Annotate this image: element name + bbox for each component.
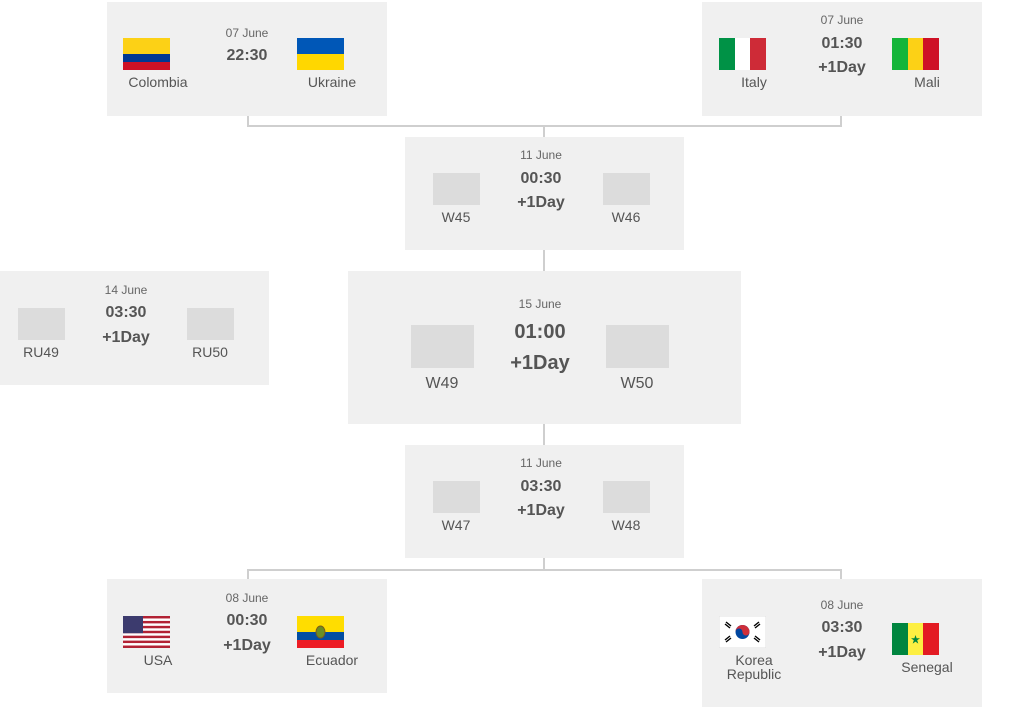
match-card-final[interactable]: W49 15 June 01:00 +1Day W50 <box>348 271 741 424</box>
match-date: 14 June <box>104 283 148 297</box>
connector-semi1-final-v <box>543 250 545 271</box>
team-name: Ecuador <box>305 652 359 668</box>
team-name: Italy <box>741 74 767 90</box>
connector-bottom-left-v <box>247 570 249 579</box>
team-name: W46 <box>611 209 641 225</box>
connector-top-center-v <box>543 126 545 137</box>
team-ru49[interactable]: RU49 <box>6 308 76 359</box>
match-time: 00:30 <box>226 612 268 629</box>
team-placeholder-icon <box>17 308 65 340</box>
match-day-offset: +1Day <box>818 59 866 76</box>
team-ecuador[interactable]: Ecuador <box>297 616 367 667</box>
match-date: 07 June <box>820 13 864 27</box>
team-mali[interactable]: Mali <box>892 38 962 89</box>
connector-top-right-v <box>840 116 842 126</box>
team-name: Mali <box>914 74 940 90</box>
match-time: 01:30 <box>821 35 863 52</box>
team-name: RU49 <box>23 344 59 360</box>
team-w50[interactable]: W50 <box>597 325 677 392</box>
match-day-offset: +1Day <box>510 352 570 374</box>
team-name: RU50 <box>192 344 228 360</box>
team-w48[interactable]: W48 <box>591 481 661 532</box>
connector-bottom-right-v <box>840 570 842 579</box>
match-day-offset: +1Day <box>102 329 150 346</box>
match-time: 03:30 <box>821 619 863 636</box>
match-date: 07 June <box>225 26 269 40</box>
match-time: 01:00 <box>514 321 566 343</box>
korea-flag-icon <box>719 616 789 648</box>
match-day-offset: +1Day <box>517 502 565 519</box>
match-time: 03:30 <box>520 478 562 495</box>
team-name: USA <box>143 652 173 668</box>
match-card-w45-w46[interactable]: W45 11 June 00:30 +1Day W46 <box>405 137 684 250</box>
team-usa[interactable]: USA <box>123 616 193 667</box>
connector-top-left-v <box>247 116 249 126</box>
colombia-flag-icon <box>123 38 193 70</box>
connector-bottom-center-v <box>543 558 545 569</box>
team-w46[interactable]: W46 <box>591 173 661 224</box>
team-colombia[interactable]: Colombia <box>123 38 193 89</box>
team-senegal[interactable]: Senegal <box>892 623 962 674</box>
match-date: 08 June <box>225 591 269 605</box>
team-name: W47 <box>441 517 471 533</box>
team-name: W48 <box>611 517 641 533</box>
connector-bottom-h <box>247 569 842 571</box>
ecuador-flag-icon <box>297 616 367 648</box>
connector-final-semi2-v <box>543 424 545 445</box>
match-card-usa-ecuador[interactable]: USA 08 June 00:30 +1Day Ecuador <box>107 579 387 693</box>
team-name: Senegal <box>901 659 953 675</box>
team-name: Colombia <box>128 74 188 90</box>
match-date: 11 June <box>520 456 562 470</box>
match-card-korea-senegal[interactable]: Korea Republic 08 June 03:30 +1Day Seneg… <box>702 579 982 707</box>
usa-flag-icon <box>123 616 193 648</box>
team-italy[interactable]: Italy <box>719 38 789 89</box>
team-name-line1: Korea <box>735 652 773 668</box>
match-time: 03:30 <box>105 304 147 321</box>
team-name: W50 <box>620 375 654 392</box>
mali-flag-icon <box>892 38 962 70</box>
match-day-offset: +1Day <box>818 644 866 661</box>
team-placeholder-icon <box>602 481 650 513</box>
team-placeholder-icon <box>432 173 480 205</box>
team-placeholder-icon <box>186 308 234 340</box>
match-time: 00:30 <box>520 170 562 187</box>
team-ru50[interactable]: RU50 <box>175 308 245 359</box>
match-date: 11 June <box>520 148 562 162</box>
team-placeholder-icon <box>410 325 474 368</box>
team-name-line2: Republic <box>726 666 782 682</box>
match-day-offset: +1Day <box>517 194 565 211</box>
match-time: 22:30 <box>226 47 268 64</box>
team-w45[interactable]: W45 <box>421 173 491 224</box>
match-card-ru49-ru50[interactable]: RU49 14 June 03:30 +1Day RU50 <box>0 271 269 385</box>
team-ukraine[interactable]: Ukraine <box>297 38 367 89</box>
team-placeholder-icon <box>605 325 669 368</box>
italy-flag-icon <box>719 38 789 70</box>
team-name: W49 <box>425 375 459 392</box>
ukraine-flag-icon <box>297 38 367 70</box>
team-name: W45 <box>441 209 471 225</box>
team-w49[interactable]: W49 <box>402 325 482 392</box>
match-date: 08 June <box>820 598 864 612</box>
senegal-flag-icon <box>892 623 962 655</box>
match-card-italy-mali[interactable]: Italy 07 June 01:30 +1Day Mali <box>702 2 982 116</box>
match-card-colombia-ukraine[interactable]: Colombia 07 June 22:30 Ukraine <box>107 2 387 116</box>
team-placeholder-icon <box>432 481 480 513</box>
match-card-w47-w48[interactable]: W47 11 June 03:30 +1Day W48 <box>405 445 684 558</box>
team-placeholder-icon <box>602 173 650 205</box>
team-korea-republic[interactable]: Korea Republic <box>719 616 789 681</box>
team-w47[interactable]: W47 <box>421 481 491 532</box>
match-date: 15 June <box>518 297 562 311</box>
match-day-offset: +1Day <box>223 637 271 654</box>
team-name: Ukraine <box>307 74 357 90</box>
